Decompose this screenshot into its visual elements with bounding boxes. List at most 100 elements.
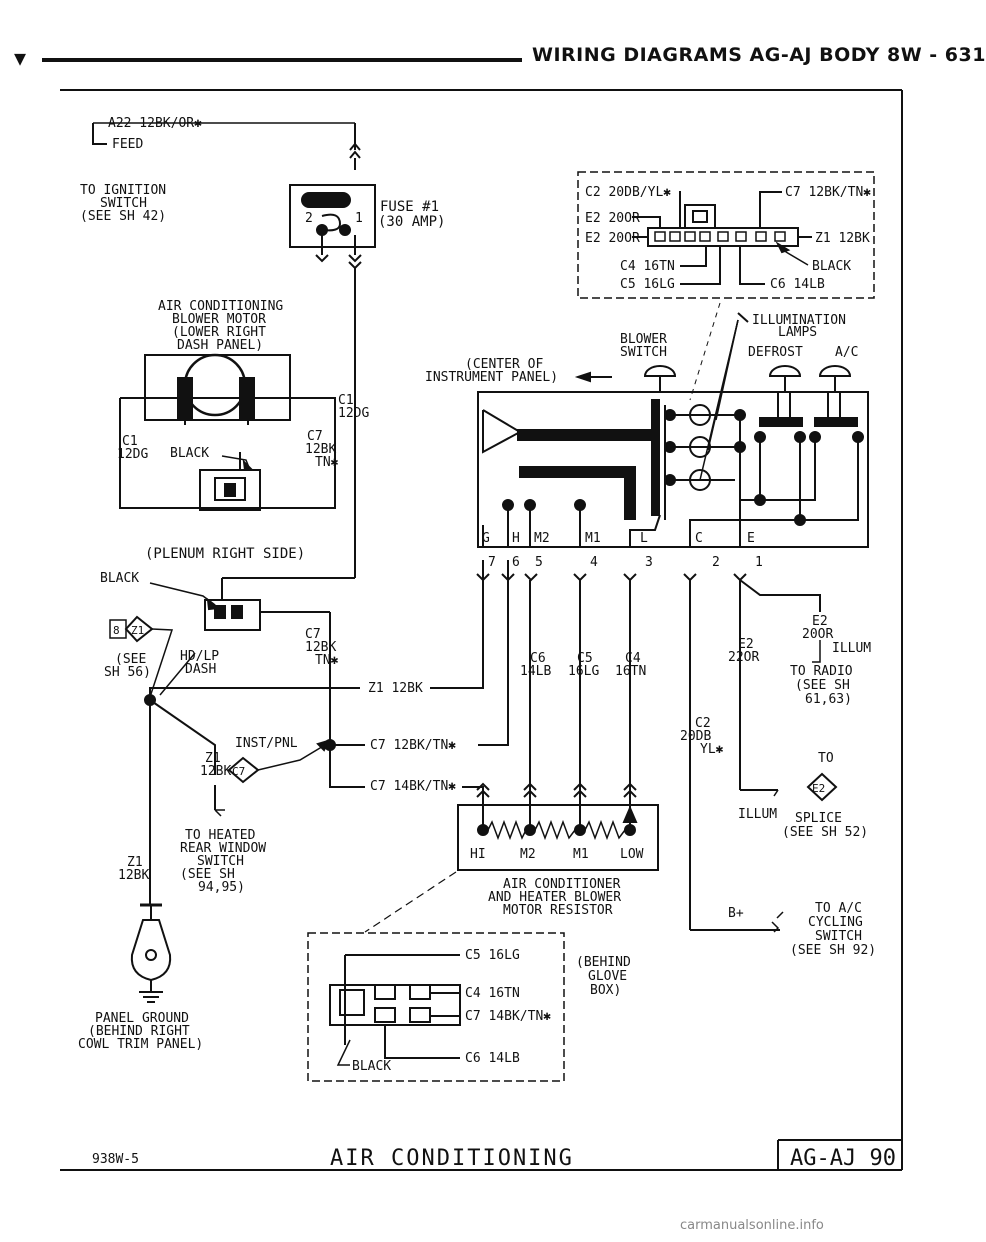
pin-g: G [482, 531, 490, 546]
switch-output-wires: 7 6 5 4 3 2 1 C6 14LB C5 16LG C4 16TN C2… [476, 555, 871, 930]
inst-pnl-label: INST/PNL [235, 736, 298, 751]
e2-left-label-1: E2 [738, 637, 754, 652]
motor-black-label: BLACK [170, 446, 209, 461]
pin-num-1: 1 [755, 555, 763, 570]
resistor-low: LOW [620, 847, 644, 862]
header-triangle-icon: ▼ [14, 46, 27, 70]
heated-window-label-2: REAR WINDOW [180, 841, 266, 856]
page-header-title: WIRING DIAGRAMS AG-AJ BODY 8W - 631 [532, 44, 986, 66]
c7-motor-label-3: TN✱ [315, 455, 339, 470]
c7-motor-label-1: C7 [307, 429, 323, 444]
cycling-label-1: TO A/C [815, 901, 862, 916]
bc-c4-label: C4 16TN [465, 986, 520, 1001]
ignition-label-1: TO IGNITION [80, 183, 166, 198]
conn-c4-label: C4 16TN [620, 259, 675, 274]
z1-12bk-wire-label: Z1 12BK [368, 681, 423, 696]
e2-splice-diamond-label: E2 [812, 782, 825, 795]
footer: 938W-5 AIR CONDITIONING AG-AJ 90 [60, 1139, 902, 1171]
plenum-label: (PLENUM RIGHT SIDE) [145, 546, 305, 562]
fuse-rating-label: (30 AMP) [378, 214, 445, 230]
fuse-pin-1: 1 [355, 211, 363, 226]
ignition-label-3: (SEE SH 42) [80, 209, 166, 224]
c4-label-1: C4 [625, 651, 641, 666]
blower-switch-label-1: BLOWER [620, 332, 667, 347]
fuse-block: 2 1 FUSE #1 (30 AMP) [289, 184, 445, 578]
pin-c: C [695, 531, 703, 546]
splice-label-1: SPLICE [795, 811, 842, 826]
blower-switch-assembly: ILLUMINATION LAMPS BLOWER SWITCH DEFROST… [425, 302, 869, 548]
pin-num-6: 6 [512, 555, 520, 570]
heated-window-label-4: (SEE SH [180, 867, 235, 882]
e2-left-label-2: 22OR [728, 650, 759, 665]
conn-z1-label: Z1 12BK [815, 231, 870, 246]
resistor-m2: M2 [520, 847, 536, 862]
panel-ground-label-2: (BEHIND RIGHT [88, 1024, 190, 1039]
conn-e2b-label: E2 20OR [585, 231, 640, 246]
ground-section: BLACK C7 12BK TN✱ 8 Z1 (SEE SH 56) HD/LP… [78, 560, 509, 1052]
blower-motor-label-1: AIR CONDITIONING [158, 299, 283, 314]
conn-c6-label: C6 14LB [770, 277, 825, 292]
illumination-label-2: LAMPS [778, 325, 817, 340]
radio-label-2: (SEE SH [795, 678, 850, 693]
cycling-label-4: (SEE SH 92) [790, 943, 876, 958]
footer-title: AIR CONDITIONING [330, 1146, 574, 1171]
ac-label: A/C [835, 345, 858, 360]
c2-label-1: C2 [695, 716, 711, 731]
header-rule [42, 58, 522, 62]
panel-ground-label-3: COWL TRIM PANEL) [78, 1037, 203, 1052]
radio-label-1: TO RADIO [790, 664, 853, 679]
pin-num-3: 3 [645, 555, 653, 570]
resistor-label-3: MOTOR RESISTOR [503, 903, 613, 918]
see-sh56-label-2: SH 56) [104, 665, 151, 680]
c6-label-2: 14LB [520, 664, 551, 679]
blower-motor-label-3: (LOWER RIGHT [172, 325, 266, 340]
feed-section: A22 12BK/OR✱ FEED TO IGNITION SWITCH (SE… [80, 116, 361, 224]
glove-label-3: BOX) [590, 983, 621, 998]
c6-label-1: C6 [530, 651, 546, 666]
z1-ground-label-1: Z1 [127, 855, 143, 870]
heated-window-label-3: SWITCH [197, 854, 244, 869]
bc-c5-label: C5 16LG [465, 948, 520, 963]
c1-left-label-2: 12DG [117, 447, 148, 462]
resistor-hi: HI [470, 847, 486, 862]
feed-wire-label: A22 12BK/OR✱ [108, 116, 202, 131]
resistor-connector-view: C5 16LG C4 16TN C7 14BK/TN✱ C6 14LB BLAC… [307, 932, 631, 1082]
blower-switch-label-2: SWITCH [620, 345, 667, 360]
pin-m1: M1 [585, 531, 601, 546]
c2-label-3: YL✱ [700, 742, 724, 757]
z1-label-b: 12BK [200, 764, 231, 779]
pin-e: E [747, 531, 755, 546]
blower-motor: AIR CONDITIONING BLOWER MOTOR (LOWER RIG… [117, 299, 369, 562]
pin-num-5: 5 [535, 555, 543, 570]
c7-splice-diamond-label: C7 [232, 765, 245, 778]
switch-connector-view: C2 20DB/YL✱ C7 12BK/TN✱ E2 20OR E2 20OR … [577, 171, 875, 299]
black-connector-label: BLACK [100, 571, 139, 586]
center-label-2: INSTRUMENT PANEL) [425, 370, 558, 385]
blower-motor-resistor: HI M2 M1 LOW AIR CONDITIONER AND HEATER … [364, 782, 659, 933]
bc-c6-label: C6 14LB [465, 1051, 520, 1066]
pin-num-7: 7 [488, 555, 496, 570]
bc-black-label: BLACK [352, 1059, 391, 1074]
resistor-m1: M1 [573, 847, 589, 862]
bc-c7-label: C7 14BK/TN✱ [465, 1009, 551, 1024]
pin-l: L [640, 531, 648, 546]
footer-box-label: AG-AJ 90 [790, 1146, 896, 1171]
ignition-label-2: SWITCH [100, 196, 147, 211]
c7-splice-label-2: 12BK [305, 640, 336, 655]
heated-window-label-5: 94,95) [198, 880, 245, 895]
c7-motor-label-2: 12BK [305, 442, 336, 457]
blower-motor-label-2: BLOWER MOTOR [172, 312, 266, 327]
splice-8-number: 8 [113, 624, 120, 637]
conn-c5-label: C5 16LG [620, 277, 675, 292]
z1-label-a: Z1 [205, 751, 221, 766]
c1-right-label-1: C1 [338, 393, 354, 408]
illum-label-small: ILLUM [832, 641, 871, 656]
fuse-pin-2: 2 [305, 211, 313, 226]
e2-right-label-1: E2 [812, 614, 828, 629]
e2-right-label-2: 20OR [802, 627, 833, 642]
fuse-label: FUSE #1 [380, 199, 439, 215]
footer-code: 938W-5 [92, 1152, 139, 1167]
heated-window-label-1: TO HEATED [185, 828, 256, 843]
defrost-label: DEFROST [748, 345, 803, 360]
cycling-label-3: SWITCH [815, 929, 862, 944]
